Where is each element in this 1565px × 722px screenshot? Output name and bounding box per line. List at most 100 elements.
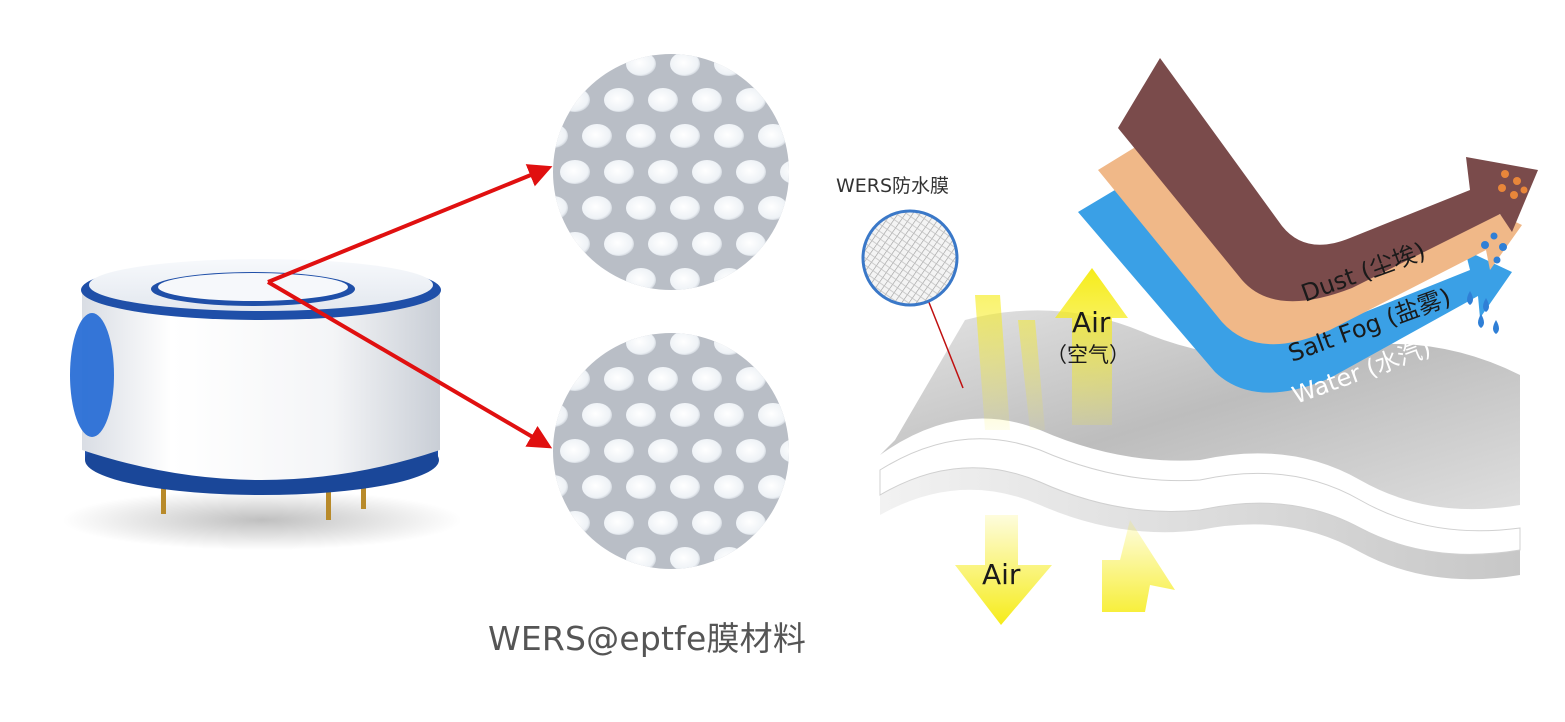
- micropore-zoom-bottom: [450, 259, 920, 643]
- micropore: [648, 439, 678, 463]
- material-caption: WERS@eptfe膜材料: [488, 619, 807, 658]
- micropore: [868, 367, 898, 391]
- micropore: [582, 333, 612, 355]
- membrane-mesh-icon: [863, 211, 957, 305]
- micropore: [648, 160, 678, 184]
- micropore: [626, 54, 656, 76]
- micropore: [758, 340, 788, 364]
- micropore: [538, 0, 568, 4]
- micropore: [846, 196, 876, 220]
- micropore: [890, 124, 920, 148]
- micropore: [758, 268, 788, 290]
- micropore: [736, 367, 766, 391]
- micropore: [802, 340, 832, 364]
- micropore: [494, 259, 524, 283]
- micropore: [846, 52, 876, 76]
- micropore: [450, 0, 480, 4]
- micropore: [604, 295, 634, 319]
- water-droplets: [1467, 291, 1499, 334]
- dust-band: [1118, 58, 1538, 302]
- micropore: [516, 88, 546, 112]
- sensor-pin: [161, 488, 166, 514]
- micropore: [890, 340, 920, 364]
- micropore: [758, 0, 788, 4]
- micropore: [846, 403, 876, 427]
- micropore: [714, 0, 744, 4]
- micropore: [758, 124, 788, 148]
- micropore: [428, 160, 458, 184]
- micropore: [560, 295, 590, 319]
- sensor-pin: [361, 485, 366, 509]
- micropore: [553, 475, 568, 499]
- micropore: [604, 439, 634, 463]
- micropore: [670, 124, 700, 148]
- pointer-arrow-bottom: [266, 280, 553, 449]
- micropore: [714, 124, 744, 148]
- micropore: [582, 124, 612, 148]
- micropore: [692, 367, 722, 391]
- micropore: [604, 232, 634, 256]
- micropore: [553, 54, 568, 76]
- micropore: [692, 439, 722, 463]
- micropore: [626, 268, 656, 290]
- micropore: [648, 511, 678, 535]
- micropore: [802, 547, 832, 571]
- micropore: [824, 511, 854, 535]
- membrane-sheet-bottom: [880, 458, 1520, 580]
- micropore: [670, 54, 700, 76]
- micropore: [472, 160, 502, 184]
- micropore: [648, 583, 678, 607]
- membrane-callout-line: [927, 299, 964, 389]
- micropore: [758, 259, 788, 283]
- micropore: [494, 475, 524, 499]
- micropore: [780, 16, 810, 40]
- micropore: [890, 619, 920, 643]
- micropore: [780, 304, 810, 328]
- micropore: [494, 196, 524, 220]
- micropore: [428, 232, 458, 256]
- air-arrow-faint: [975, 295, 1010, 430]
- salt-fog-droplets: [1481, 232, 1507, 264]
- micropore: [472, 583, 502, 607]
- micropore: [714, 475, 744, 499]
- micropore: [494, 547, 524, 571]
- micropore: [736, 511, 766, 535]
- micropore: [692, 304, 722, 328]
- micropore: [692, 583, 722, 607]
- micropore: [516, 304, 546, 328]
- micropore: [553, 196, 568, 220]
- micropore: [714, 333, 744, 355]
- micropore: [670, 268, 700, 290]
- micropore: [538, 259, 568, 283]
- micropore: [868, 304, 898, 328]
- micropore: [450, 124, 480, 148]
- micropore: [846, 547, 876, 571]
- micropore: [868, 16, 898, 40]
- micropore: [846, 619, 876, 643]
- micropore: [802, 124, 832, 148]
- micropore: [846, 0, 876, 4]
- micropore: [648, 88, 678, 112]
- micropore: [472, 304, 502, 328]
- micropore: [890, 52, 920, 76]
- micropore: [758, 333, 788, 355]
- micropore: [692, 16, 722, 40]
- micropore: [560, 304, 590, 328]
- micropore: [553, 403, 568, 427]
- micropore: [582, 268, 612, 290]
- micropore: [824, 88, 854, 112]
- micropore: [450, 619, 480, 643]
- micropore: [648, 367, 678, 391]
- micropore: [846, 340, 876, 364]
- micropore: [846, 475, 876, 499]
- micropore: [450, 259, 480, 283]
- micropore: [692, 295, 722, 319]
- micropore: [626, 124, 656, 148]
- micropore: [516, 16, 546, 40]
- micropore: [736, 16, 766, 40]
- micropore: [538, 340, 568, 364]
- micropore: [758, 547, 788, 569]
- micropore: [472, 295, 502, 319]
- air-up-label: Air: [1072, 306, 1111, 339]
